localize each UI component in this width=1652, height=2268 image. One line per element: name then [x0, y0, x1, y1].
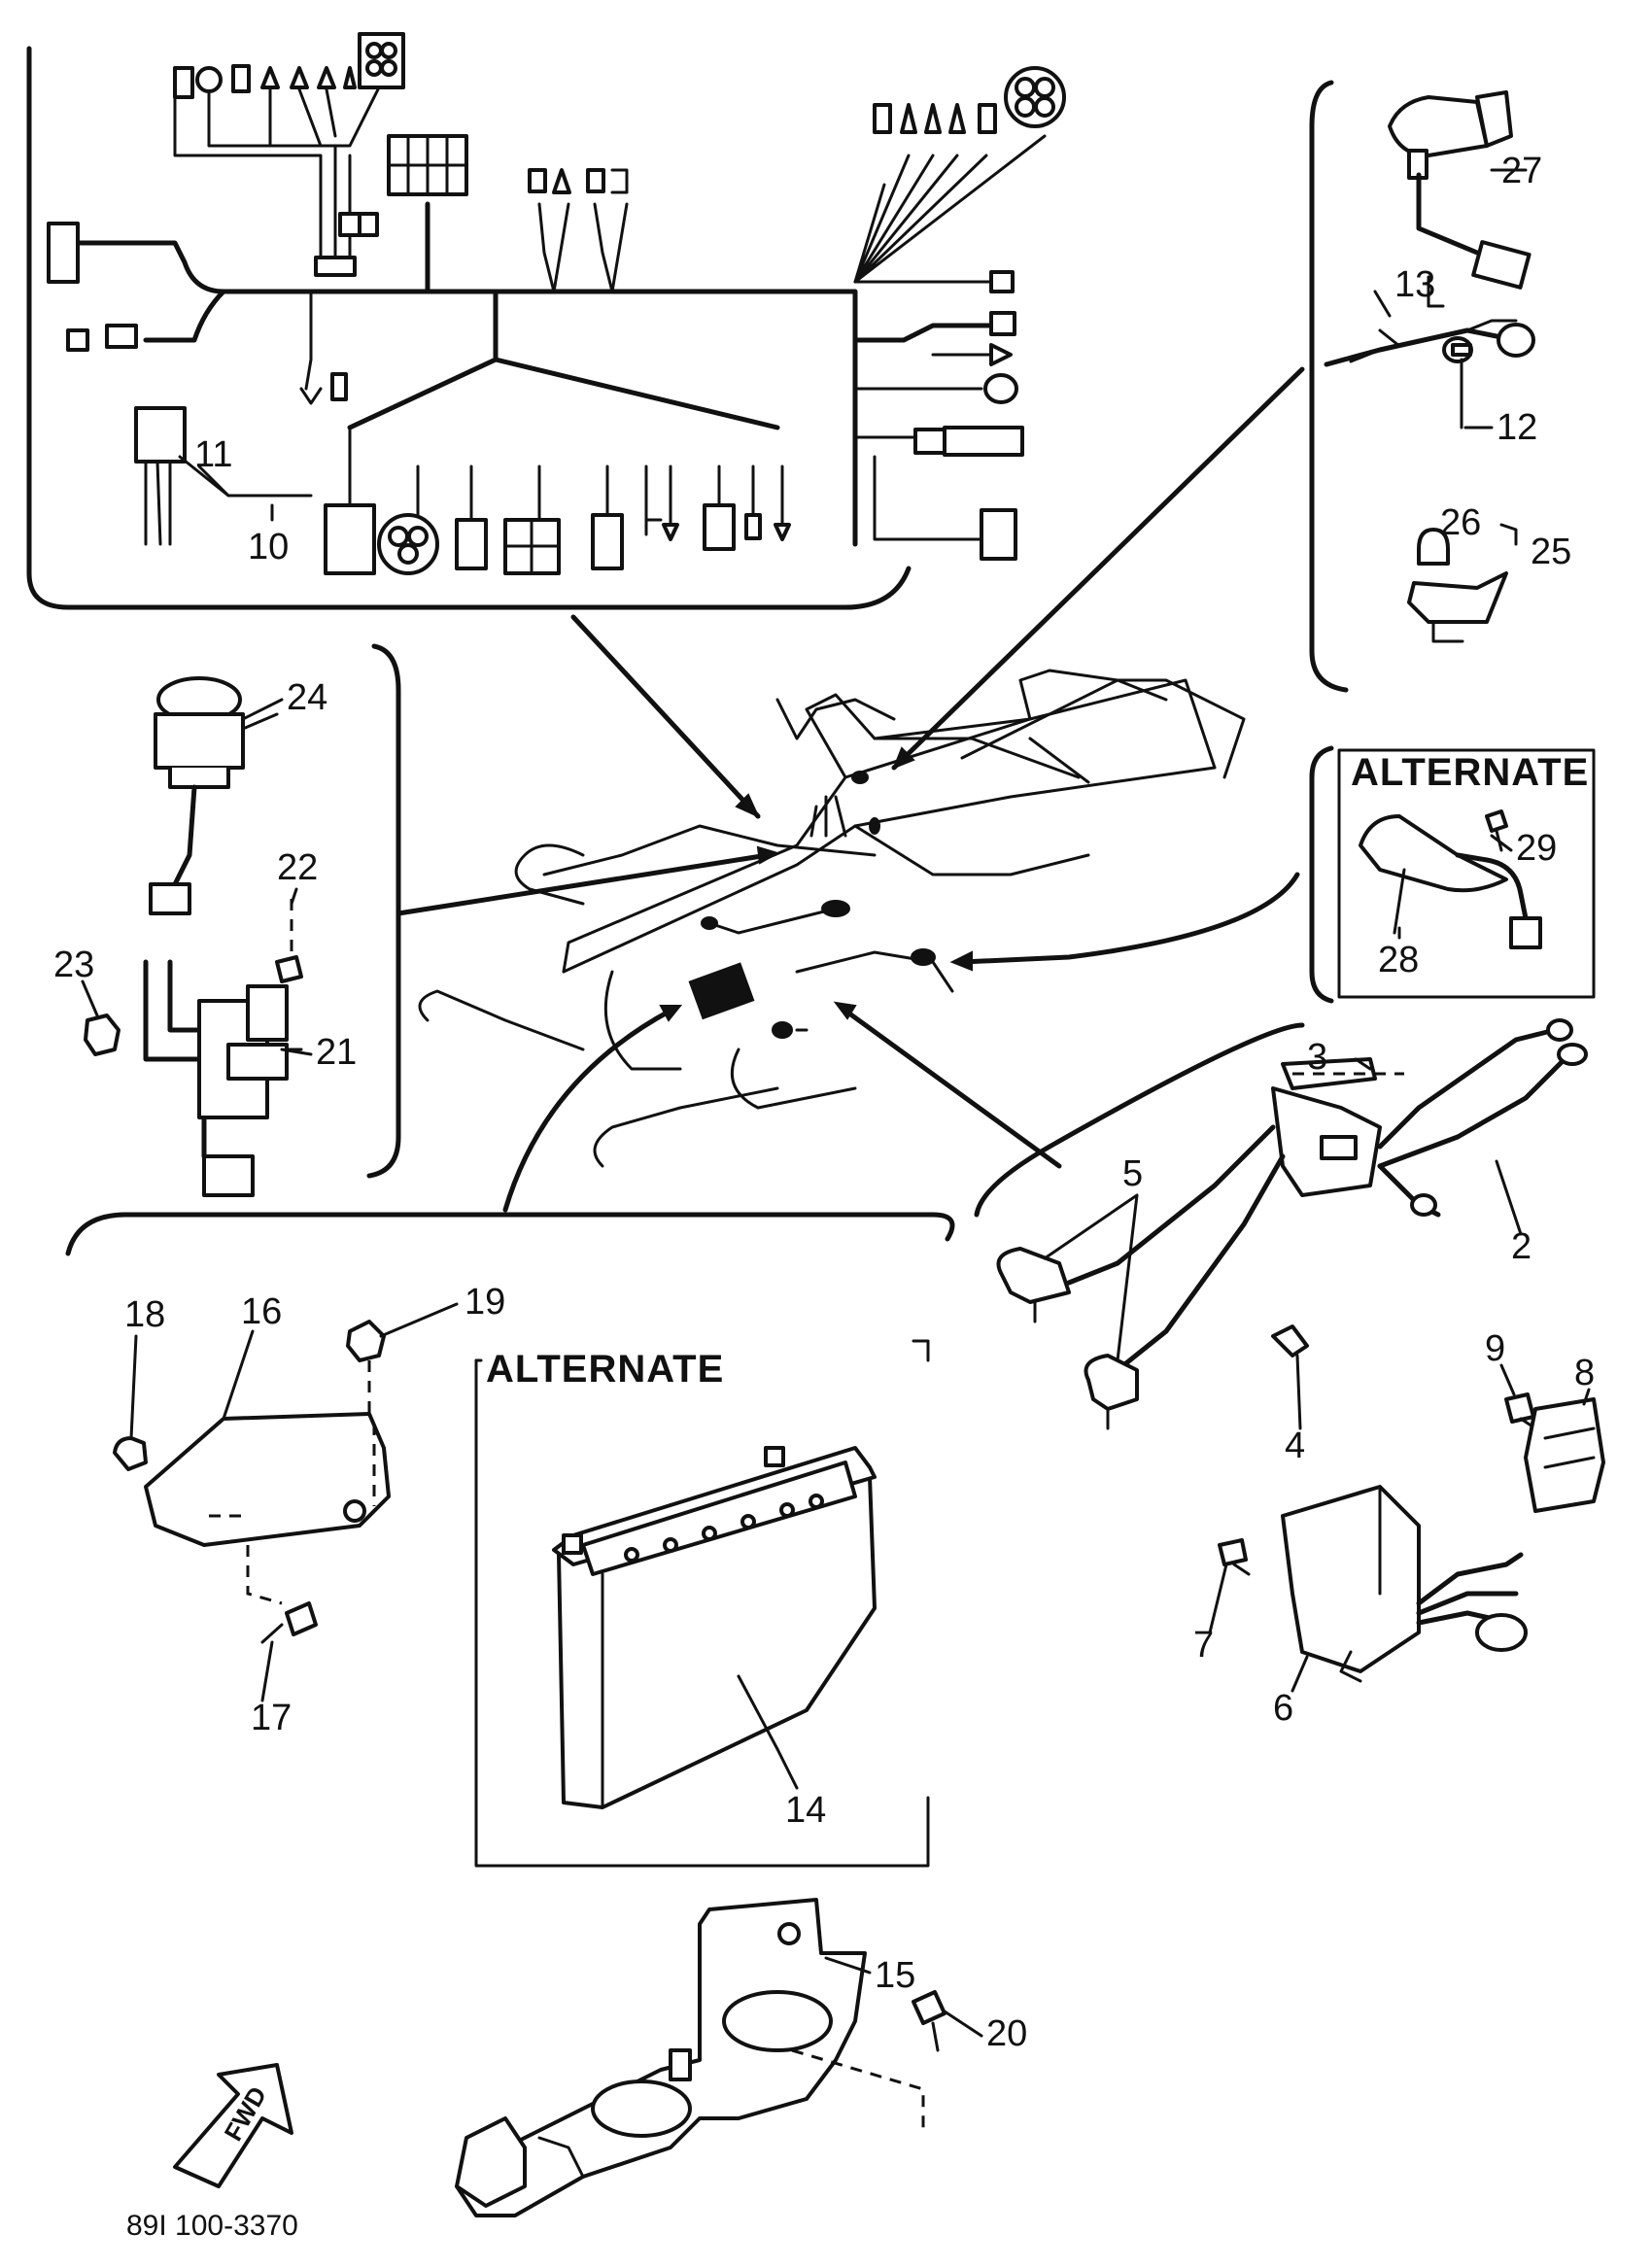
wire-harness-group [26, 32, 1066, 610]
part-number-label: 16 [241, 1291, 282, 1332]
part-number-label: 20 [986, 2013, 1027, 2054]
part-number-label: 28 [1378, 940, 1419, 980]
callout-leaders [396, 366, 1305, 1213]
part-number-label: 5 [1122, 1153, 1143, 1194]
part-number-label: 7 [1193, 1625, 1214, 1666]
part-number-label: 22 [277, 847, 318, 888]
part-number-label: 15 [875, 1955, 915, 1996]
alternate-battery-group: ALTERNATE [474, 1339, 930, 1868]
part-number-label: 14 [785, 1790, 826, 1831]
part-number-label: 2 [1511, 1226, 1532, 1267]
part-number-label: 3 [1307, 1037, 1327, 1078]
part-number-label: 29 [1516, 828, 1557, 869]
snowmobile-illustration [418, 669, 1246, 1168]
part-number-label: 17 [251, 1698, 292, 1738]
part-number-label: 23 [53, 945, 94, 985]
alternate-tail-light-group: ALTERNATE [1309, 745, 1596, 1004]
alternate-label-battery: ALTERNATE [486, 1348, 724, 1391]
battery-box-group [455, 1898, 946, 2217]
part-number-label: 10 [248, 527, 289, 567]
fwd-arrow-icon: FWD [173, 2063, 293, 2188]
ignition-switch-group [1309, 80, 1535, 693]
part-number-label: 8 [1574, 1353, 1595, 1393]
ignition-coil-group [974, 1018, 1605, 1683]
battery-cover-group [65, 1212, 955, 1644]
part-number-label: 21 [316, 1032, 357, 1073]
part-number-label: 18 [124, 1294, 165, 1335]
part-number-label: 24 [287, 677, 327, 718]
part-number-label: 4 [1285, 1426, 1305, 1466]
part-number-label: 9 [1485, 1328, 1505, 1369]
part-number-label: 12 [1497, 407, 1537, 448]
alternate-label-top: ALTERNATE [1351, 751, 1589, 794]
part-number-label: 27 [1501, 151, 1542, 191]
part-number-label: 25 [1531, 532, 1571, 572]
part-number-label: 26 [1440, 502, 1481, 543]
part-number-label: 19 [465, 1282, 505, 1323]
main-switch-relay-group [84, 643, 401, 1197]
part-number-label: 13 [1394, 264, 1435, 305]
part-number-label: 6 [1273, 1688, 1293, 1729]
diagram-code: 89I 100-3370 [126, 2210, 298, 2242]
label-leaders [81, 290, 1591, 2038]
part-number-labels: 27 13 12 26 25 29 28 11 10 24 22 23 21 3… [53, 151, 1595, 2054]
